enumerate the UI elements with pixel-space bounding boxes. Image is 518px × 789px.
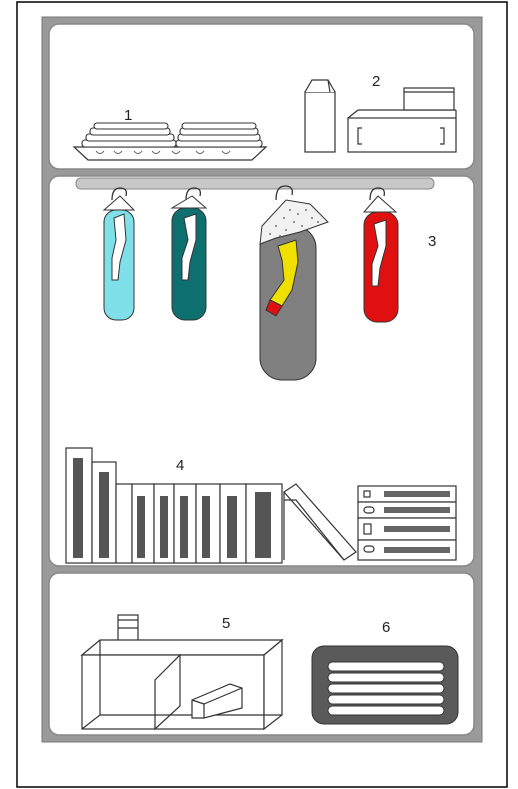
garment-teal bbox=[172, 188, 206, 320]
label-2: 2 bbox=[372, 73, 380, 90]
label-4: 4 bbox=[176, 457, 184, 474]
stacked-tray bbox=[312, 646, 458, 724]
label-1: 1 bbox=[124, 107, 132, 124]
label-3: 3 bbox=[428, 233, 436, 250]
garment-light-blue bbox=[104, 188, 134, 320]
hanger-rod bbox=[76, 178, 434, 189]
drawer-stack bbox=[358, 486, 456, 560]
label-6: 6 bbox=[382, 619, 390, 636]
label-5: 5 bbox=[222, 615, 230, 632]
